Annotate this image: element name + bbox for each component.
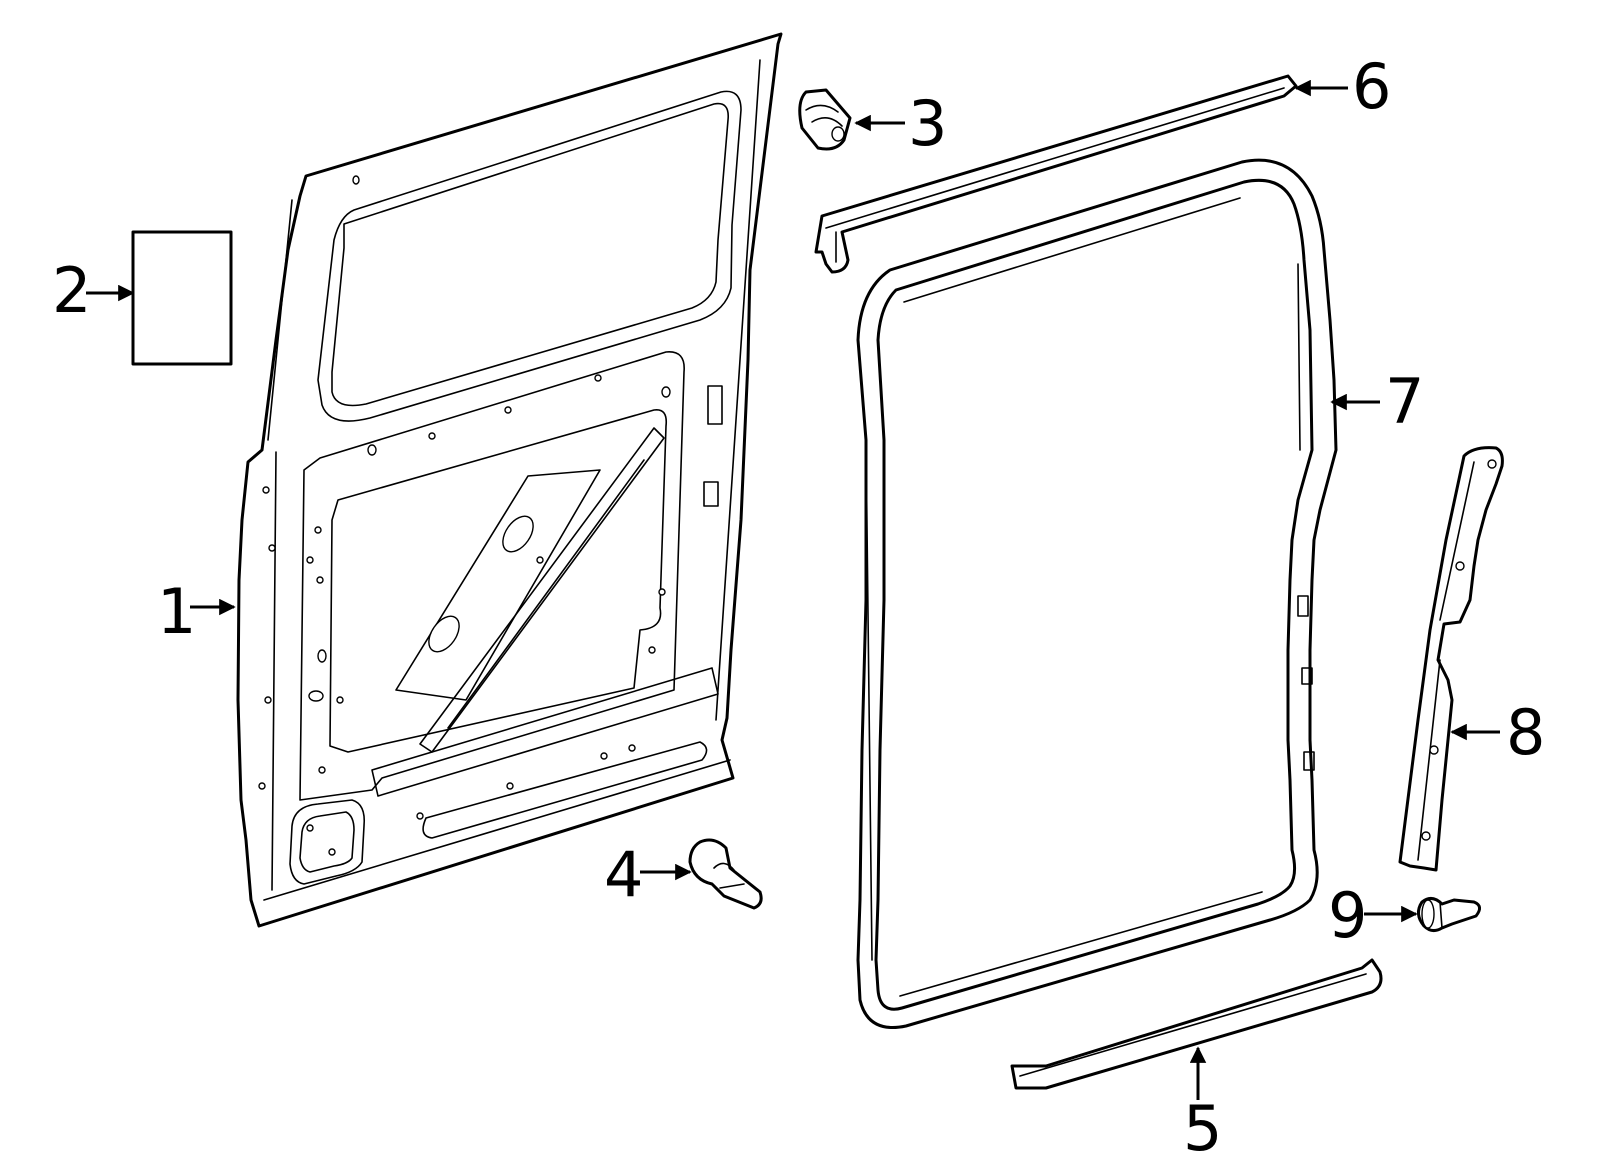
trim-strip-part-8[interactable]	[1398, 446, 1504, 872]
bumper-part-3[interactable]	[798, 88, 852, 151]
label-part-2[interactable]	[131, 230, 233, 366]
callout-6: 6	[1352, 50, 1391, 123]
clip-part-9[interactable]	[1417, 897, 1481, 933]
upper-track-part-6[interactable]	[814, 74, 1298, 274]
callout-5: 5	[1183, 1092, 1222, 1165]
callout-1: 1	[157, 575, 196, 648]
door-seal-part-7[interactable]	[856, 158, 1338, 1029]
retainer-part-4[interactable]	[688, 838, 763, 910]
door-shell-part-1[interactable]	[236, 32, 783, 928]
callout-9: 9	[1328, 879, 1367, 952]
lower-weatherstrip-part-5[interactable]	[1010, 958, 1383, 1090]
callout-7: 7	[1385, 365, 1424, 438]
callout-2: 2	[52, 254, 91, 327]
callout-3: 3	[908, 87, 947, 160]
callout-4: 4	[604, 838, 643, 911]
callout-8: 8	[1506, 696, 1545, 769]
